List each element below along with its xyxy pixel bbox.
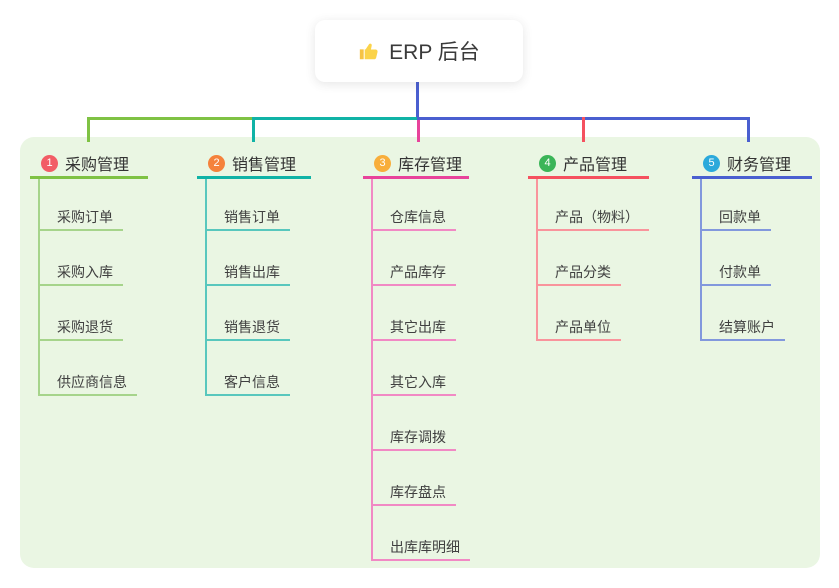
leaf-node[interactable]: 仓库信息 — [371, 206, 456, 231]
leaf-node[interactable]: 产品库存 — [371, 261, 456, 286]
branch-node-label: 财务管理 — [727, 157, 792, 174]
branch-number-badge: 3 — [374, 154, 391, 172]
branch-node-label: 销售管理 — [232, 157, 297, 174]
branch-number-badge: 2 — [208, 154, 225, 172]
connector-branch-4-spine — [536, 179, 538, 341]
leaf-node[interactable]: 采购退货 — [38, 316, 123, 341]
leaf-node[interactable]: 其它出库 — [371, 316, 456, 341]
connector-branch-3-spine — [371, 179, 373, 561]
leaf-node[interactable]: 库存调拨 — [371, 426, 456, 451]
branch-node-label: 产品管理 — [563, 157, 628, 174]
leaf-node[interactable]: 回款单 — [700, 206, 771, 231]
connector-branch-4-drop — [582, 117, 585, 142]
branch-node-3[interactable]: 3 库存管理 — [363, 150, 469, 179]
connector-branch-5-drop — [747, 117, 750, 142]
branch-node-label: 采购管理 — [65, 157, 130, 174]
connector-branch-2-spine — [205, 179, 207, 396]
leaf-node[interactable]: 销售出库 — [205, 261, 290, 286]
leaf-node[interactable]: 供应商信息 — [38, 371, 137, 396]
leaf-node[interactable]: 产品（物料） — [536, 206, 649, 231]
leaf-node[interactable]: 付款单 — [700, 261, 771, 286]
branch-number-badge: 5 — [703, 154, 720, 172]
connector-trunk-segment-2 — [252, 117, 419, 120]
branch-number-badge: 4 — [539, 154, 556, 172]
leaf-node[interactable]: 出库库明细 — [371, 536, 470, 561]
branch-node-label: 库存管理 — [398, 157, 463, 174]
leaf-node[interactable]: 产品单位 — [536, 316, 621, 341]
leaf-node[interactable]: 采购入库 — [38, 261, 123, 286]
branch-node-1[interactable]: 1 采购管理 — [30, 150, 148, 179]
root-node-label: ERP 后台 — [389, 41, 480, 64]
branch-number-badge: 1 — [41, 154, 58, 172]
branch-node-2[interactable]: 2 销售管理 — [197, 150, 311, 179]
connector-root-drop — [416, 82, 419, 117]
branch-node-4[interactable]: 4 产品管理 — [528, 150, 649, 179]
leaf-node[interactable]: 产品分类 — [536, 261, 621, 286]
root-node[interactable]: ERP 后台 — [315, 20, 523, 82]
leaf-node[interactable]: 客户信息 — [205, 371, 290, 396]
leaf-node[interactable]: 结算账户 — [700, 316, 785, 341]
leaf-node[interactable]: 其它入库 — [371, 371, 456, 396]
branches-panel-background — [20, 137, 820, 568]
leaf-node[interactable]: 库存盘点 — [371, 481, 456, 506]
connector-branch-1-spine — [38, 179, 40, 396]
connector-branch-5-spine — [700, 179, 702, 341]
branch-node-5[interactable]: 5 财务管理 — [692, 150, 812, 179]
leaf-node[interactable]: 销售订单 — [205, 206, 290, 231]
connector-branch-2-drop — [252, 117, 255, 142]
thumbs-up-icon — [358, 40, 380, 62]
connector-branch-1-drop — [87, 117, 90, 142]
connector-trunk-segment-1 — [87, 117, 254, 120]
connector-branch-3-drop — [417, 120, 420, 142]
leaf-node[interactable]: 采购订单 — [38, 206, 123, 231]
leaf-node[interactable]: 销售退货 — [205, 316, 290, 341]
